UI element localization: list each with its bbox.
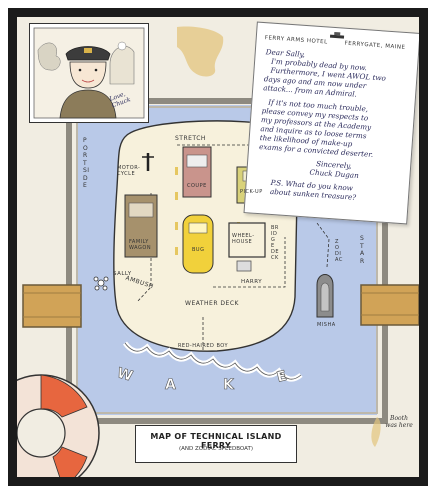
dock-frame xyxy=(66,98,388,424)
map-subtitle: (AND ZODIAC SPEEDBOAT) xyxy=(179,446,253,452)
map-title: MAP OF TECHNICAL ISLAND FERRY xyxy=(150,432,282,450)
wake-letter: K xyxy=(223,377,234,394)
wheelhouse-hatch xyxy=(236,260,252,272)
map-paper: Love, Chuck FERRY ARMS HOTEL FERRYGATE, … xyxy=(17,17,419,477)
ferry-letterhead-icon xyxy=(329,31,345,39)
wheelhouse xyxy=(228,222,266,258)
label-port-side: PORT SIDE xyxy=(83,137,90,189)
label-star: STAR xyxy=(360,235,365,265)
life-ring xyxy=(17,374,100,477)
label-bug: BUG xyxy=(192,247,205,253)
route-harry xyxy=(213,237,286,288)
flower-doodle xyxy=(93,276,109,291)
sailor-portrait xyxy=(33,27,145,119)
label-motorcycle: MOTOR- CYCLE xyxy=(117,165,141,177)
label-bridge-deck: BRIDGE DECK xyxy=(271,225,280,261)
label-stretch: STRETCH xyxy=(175,135,206,142)
label-red-haired-boy: RED-HAIRED BOY xyxy=(177,343,229,349)
label-sally: SALLY xyxy=(113,271,132,277)
label-family-wagon: FAMILY WAGON xyxy=(129,239,152,251)
left-piling xyxy=(22,284,82,328)
route-zodiac xyxy=(316,222,330,268)
dock-frame-inner xyxy=(76,106,378,414)
portrait-frame: Love, Chuck xyxy=(29,23,149,123)
coffee-stain xyxy=(177,26,224,77)
coupe-car xyxy=(182,146,212,198)
wake-letter: A xyxy=(165,377,176,394)
label-harry: HARRY xyxy=(241,279,263,285)
letter-body: Dear Sally, I'm probably dead by now. Fu… xyxy=(256,47,414,205)
label-misha: MISHA xyxy=(317,322,336,328)
label-coupe: COUPE xyxy=(187,183,207,189)
motorcycle xyxy=(142,153,154,171)
title-box: MAP OF TECHNICAL ISLAND FERRY (AND ZODIA… xyxy=(135,425,297,463)
label-zodiac: ZODIAC xyxy=(335,239,343,263)
label-pickup: PICK-UP xyxy=(240,189,263,195)
letter-heading-left: FERRY ARMS HOTEL xyxy=(264,35,328,46)
right-piling xyxy=(360,284,419,326)
label-weather-deck: WEATHER DECK xyxy=(185,300,239,307)
letter-heading-right: FERRYGATE, MAINE xyxy=(344,40,406,51)
label-wheelhouse: WHEEL- HOUSE xyxy=(232,233,255,245)
corner-note: Booth was here xyxy=(385,415,413,429)
letter: FERRY ARMS HOTEL FERRYGATE, MAINE Dear S… xyxy=(243,21,419,225)
